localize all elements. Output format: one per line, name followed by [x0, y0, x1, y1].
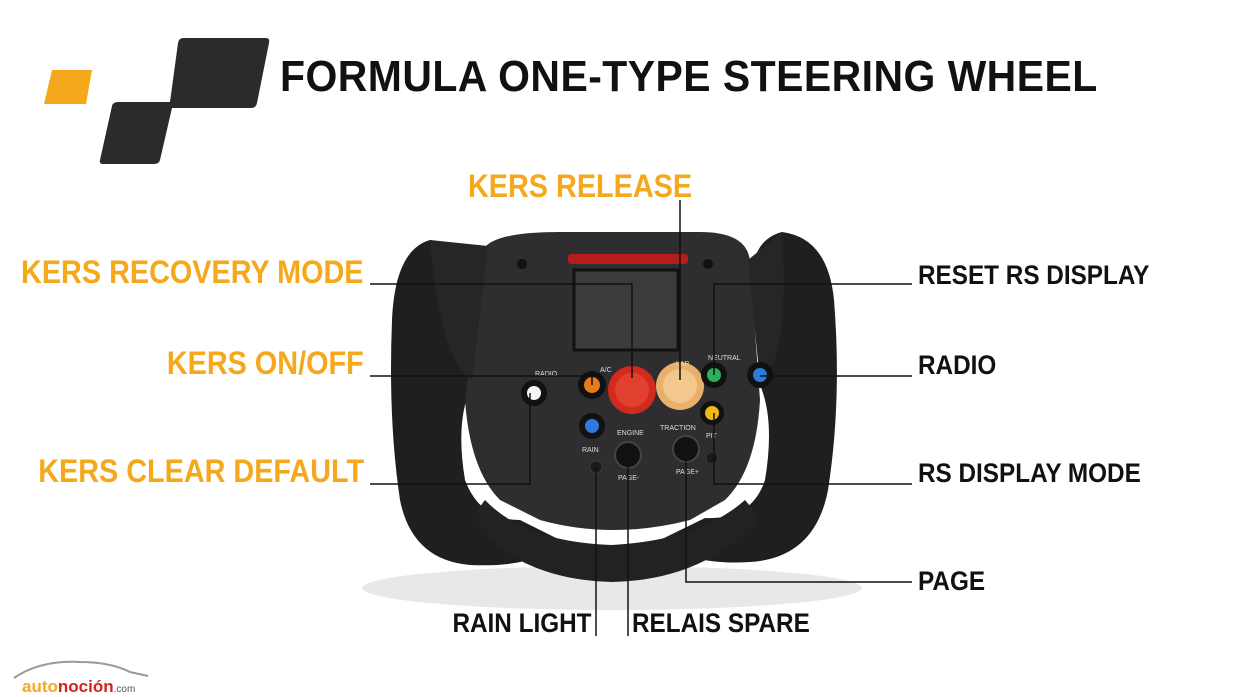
- screw: [703, 259, 713, 269]
- logo-part-nocion: noción: [57, 677, 114, 696]
- leader-lines: [370, 200, 912, 636]
- line-kers-recovery-mode: [370, 283, 633, 378]
- label-kers-recovery-mode: KERS RECOVERY MODE: [21, 254, 364, 290]
- wheel-label-ac: A/C: [600, 367, 612, 374]
- logo-part-auto: auto: [22, 677, 58, 696]
- label-kers-on-off: KERS ON/OFF: [167, 345, 364, 381]
- wheel-label-lap: LAP: [676, 361, 690, 368]
- screw: [517, 259, 527, 269]
- line-page: [685, 449, 912, 583]
- wheel-label-pit: PIT: [706, 433, 718, 440]
- wheel-label-traction: TRACTION: [660, 425, 696, 432]
- label-page: PAGE: [918, 566, 986, 596]
- wheel-label-page-minus: PAGE-: [618, 475, 640, 482]
- wheel-right-grip: [660, 232, 837, 563]
- line-reset-rs-display: [713, 283, 912, 375]
- wheel-label-engine: ENGINE: [617, 430, 644, 437]
- wheel-label-neutral: NEUTRAL: [708, 355, 741, 362]
- line-kers-clear-default: [370, 393, 531, 485]
- rs-display-mode-button: [705, 451, 719, 465]
- wheel-label-page-plus: PAGE+: [676, 469, 699, 476]
- wheel-label-radio: RADIO: [535, 371, 558, 378]
- wheel-upper-right-plate: [748, 232, 784, 382]
- label-relais-spare: RELAIS SPARE: [632, 608, 810, 638]
- label-radio: RADIO: [918, 350, 997, 380]
- display-screen: [572, 268, 680, 352]
- label-kers-release: KERS RELEASE: [468, 168, 693, 204]
- line-kers-on-off: [370, 375, 593, 385]
- label-rain-light: RAIN LIGHT: [451, 608, 591, 638]
- brand-square-orange: [44, 70, 92, 104]
- shift-light-strip: [568, 254, 688, 264]
- wheel-upper-left-plate: [430, 240, 488, 380]
- wheel-bottom: [470, 500, 760, 582]
- logo-part-com: .com: [113, 684, 136, 695]
- brand-checker-dark: [99, 38, 270, 164]
- label-reset-rs-display: RESET RS DISPLAY: [918, 260, 1150, 290]
- page-title: FORMULA ONE-TYPE STEERING WHEEL: [280, 52, 1098, 101]
- label-kers-clear-default: KERS CLEAR DEFAULT: [38, 453, 364, 489]
- logo-car-icon: [13, 660, 149, 679]
- line-rs-display-mode: [713, 413, 912, 485]
- wheel-shadow: [362, 566, 862, 610]
- brand-logo: autonoción.com: [22, 677, 135, 697]
- wheel-label-rain: RAIN: [582, 447, 599, 454]
- label-rs-display-mode: RS DISPLAY MODE: [918, 458, 1141, 488]
